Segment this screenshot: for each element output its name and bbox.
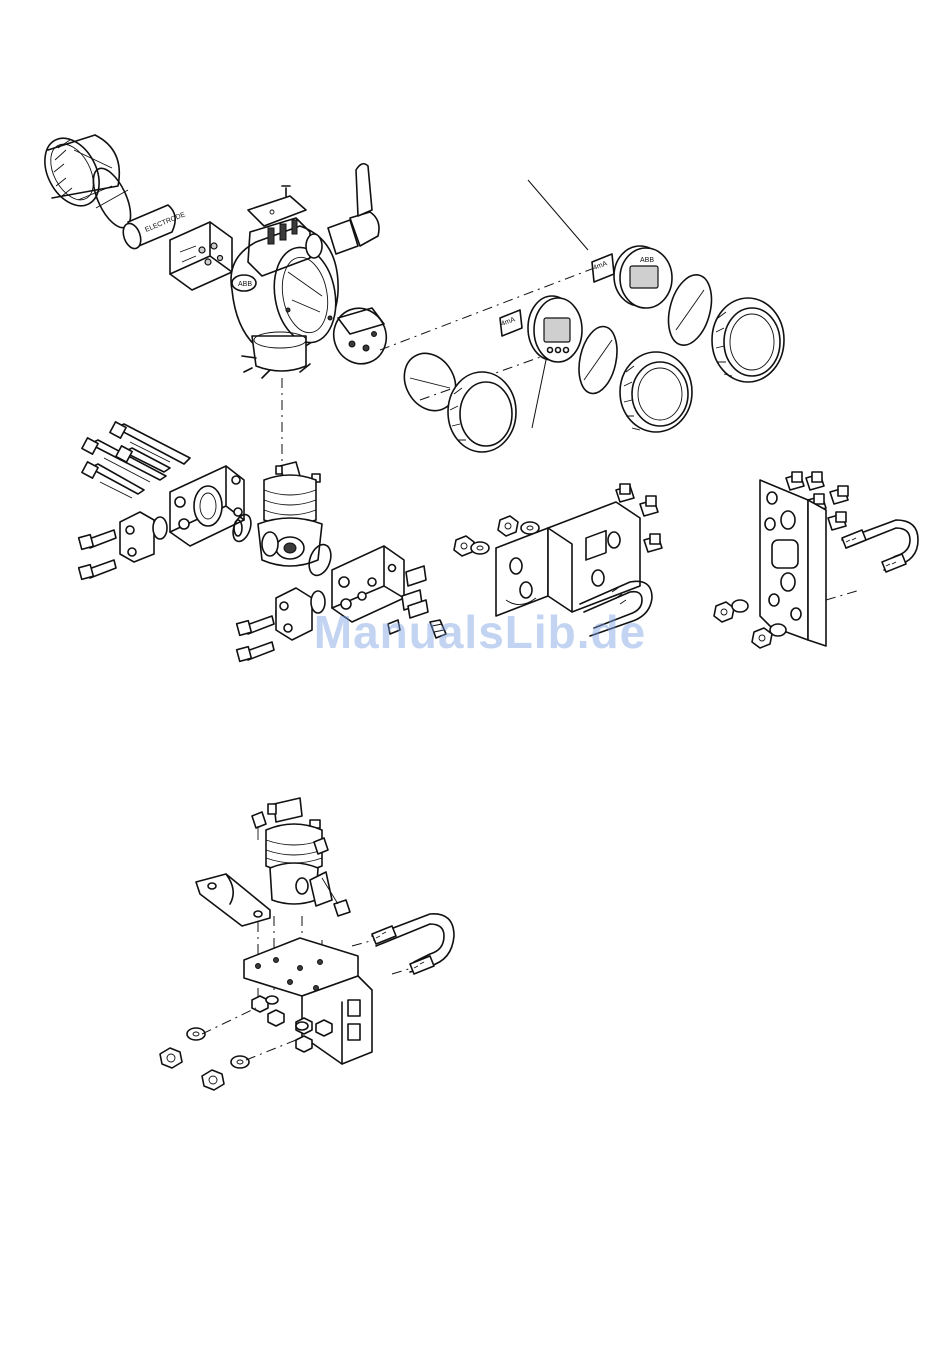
left-flange-adapter (120, 512, 154, 562)
pipe-mounting-plate (714, 472, 918, 648)
window-cover-upper (712, 298, 784, 382)
terminal-block (326, 301, 394, 371)
window-cover-lower (620, 352, 692, 432)
low-mount-bracket (160, 798, 454, 1090)
right-flange-adapter (276, 588, 312, 640)
lcd-display-lower: 4mA (500, 296, 582, 362)
housing-neck-clamp (252, 336, 306, 371)
transmitter-housing: ELECTRODE ABB (34, 129, 394, 470)
electronics-module (170, 222, 232, 290)
left-adapter-o-ring (153, 517, 167, 539)
display-logo-upper: ABB (640, 257, 654, 264)
lcd-display-options: 4mA ABB 4mA (380, 180, 784, 452)
sensor-capsule (258, 462, 322, 566)
lcd-display-upper: 4mA ABB (592, 246, 672, 308)
housing-logo: ABB (238, 281, 252, 288)
right-process-flange (332, 546, 404, 622)
sensor-and-flanges (79, 422, 446, 661)
blind-cover (448, 372, 516, 452)
main-housing-body: ABB (231, 218, 343, 348)
flat-mounting-bracket (454, 484, 662, 636)
flange-bolts-long (82, 422, 190, 498)
conduit-elbow-fitting (306, 164, 379, 258)
